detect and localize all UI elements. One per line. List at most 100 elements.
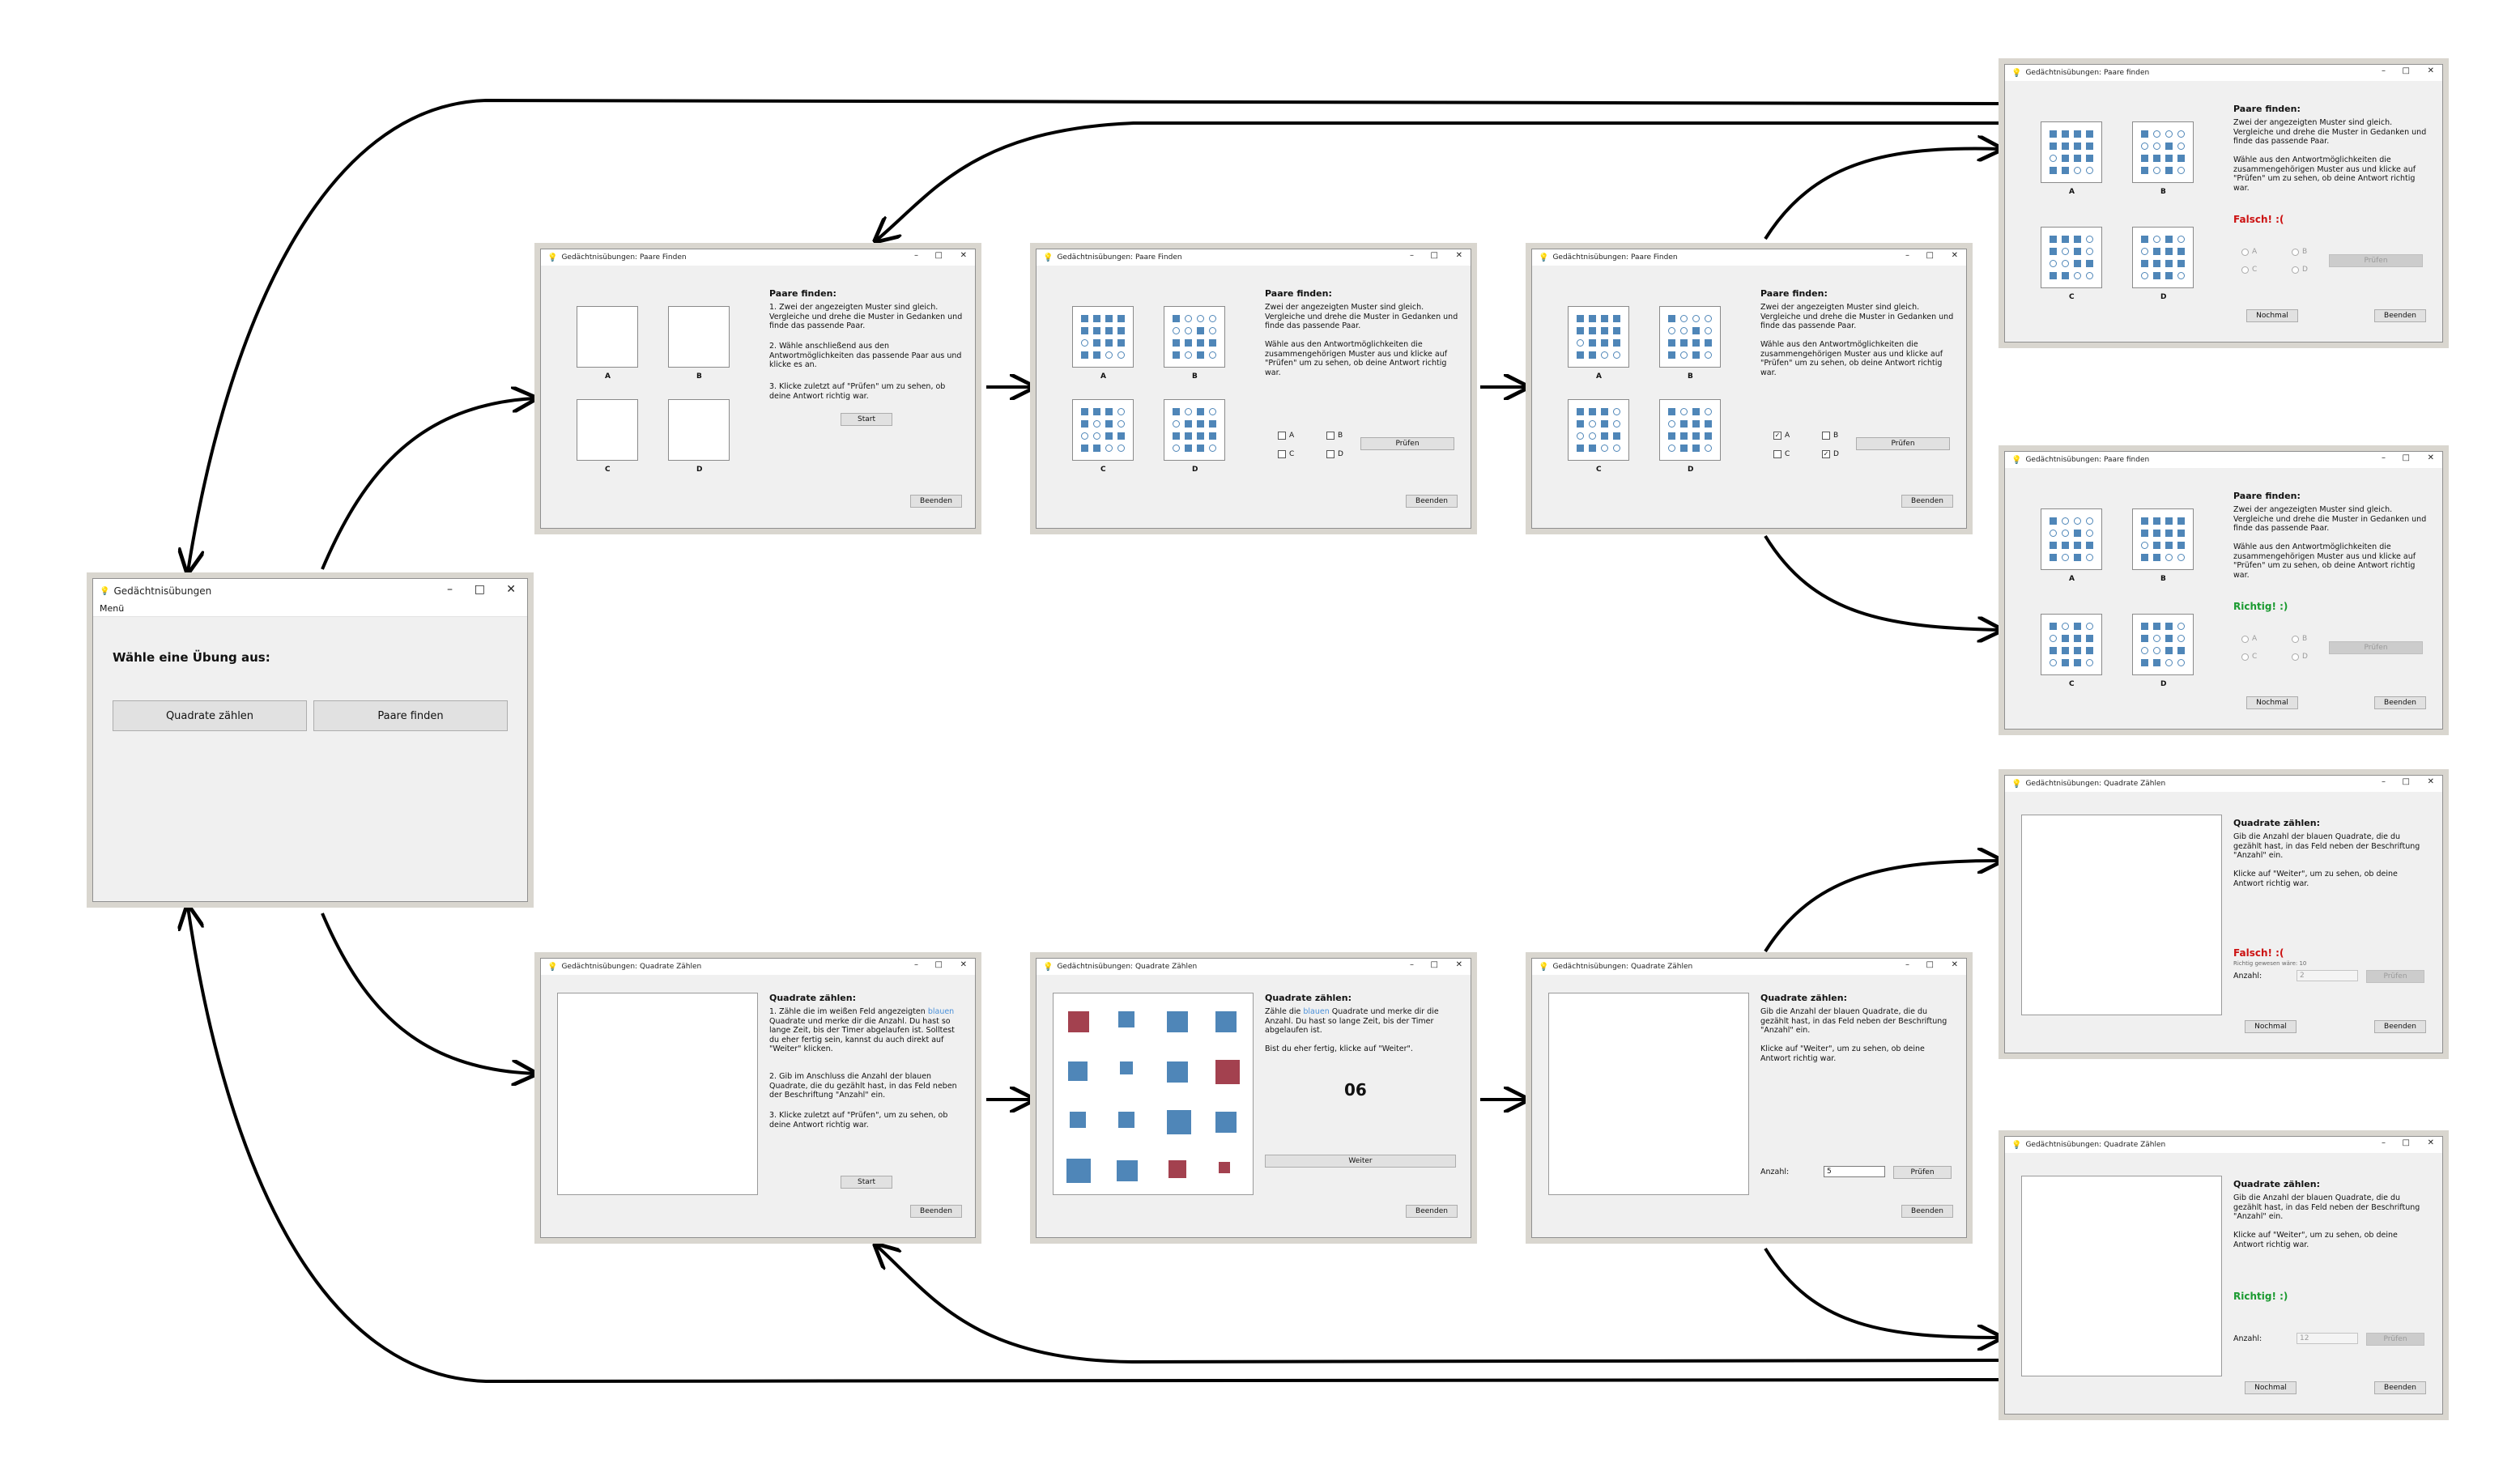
again-button[interactable]: Nochmal — [2246, 696, 2298, 709]
maximize-icon[interactable]: □ — [2402, 66, 2410, 75]
answer-instruction-2: Klicke auf "Weiter", um zu sehen, ob dei… — [1760, 1044, 1925, 1063]
close-icon[interactable]: ✕ — [1951, 960, 1958, 969]
minimize-icon[interactable]: – — [2382, 453, 2386, 462]
window-title: Gedächtnisübungen: Paare Finden — [1057, 253, 1182, 262]
count-input[interactable]: 5 — [1824, 1166, 1885, 1177]
quit-button[interactable]: Beenden — [910, 1205, 962, 1218]
pattern-square — [2153, 659, 2160, 666]
quit-button[interactable]: Beenden — [1901, 495, 1953, 508]
maximize-icon[interactable]: □ — [2402, 453, 2410, 462]
pattern-square — [2141, 517, 2148, 525]
checkbox-a[interactable]: A — [1278, 432, 1294, 440]
minimize-icon[interactable]: – — [2382, 777, 2386, 786]
pattern-circle — [1577, 432, 1584, 440]
maximize-icon[interactable]: □ — [2402, 1138, 2410, 1147]
checkbox-d-checked[interactable]: ✓D — [1822, 450, 1839, 458]
maximize-icon[interactable]: □ — [474, 583, 485, 596]
quit-button[interactable]: Beenden — [1901, 1205, 1953, 1218]
checkbox-d[interactable]: D — [1326, 450, 1343, 458]
again-button[interactable]: Nochmal — [2245, 1020, 2297, 1033]
pattern-square — [2177, 155, 2185, 162]
minimize-icon[interactable]: – — [914, 960, 918, 969]
again-button[interactable]: Nochmal — [2246, 309, 2298, 322]
pattern-circle — [2153, 635, 2160, 642]
pattern-label-b: B — [696, 372, 702, 381]
pattern-square — [1081, 327, 1088, 334]
main-window: 💡 Gedächtnisübungen – □ ✕ Menü Wähle ein… — [92, 578, 528, 902]
pattern-square — [1173, 339, 1180, 347]
checkbox-b[interactable]: B — [1326, 432, 1343, 440]
close-icon[interactable]: ✕ — [2427, 453, 2434, 462]
squares-count-button[interactable]: Quadrate zählen — [113, 700, 307, 731]
pattern-circle — [2177, 659, 2185, 666]
pattern-square — [2062, 155, 2069, 162]
check-button[interactable]: Prüfen — [1893, 1166, 1952, 1179]
pattern-square — [1105, 315, 1113, 322]
minimize-icon[interactable]: – — [2382, 1138, 2386, 1147]
minimize-icon[interactable]: – — [2382, 66, 2386, 75]
check-button[interactable]: Prüfen — [1360, 437, 1454, 450]
menu-item[interactable]: Menü — [100, 603, 125, 614]
maximize-icon[interactable]: □ — [934, 960, 943, 969]
pattern-square — [2050, 248, 2057, 255]
radio-d: D — [2292, 653, 2308, 661]
maximize-icon[interactable]: □ — [1926, 960, 1934, 969]
bulb-icon: 💡 — [1539, 962, 1549, 972]
start-button[interactable]: Start — [841, 1176, 892, 1189]
start-button[interactable]: Start — [841, 413, 892, 426]
close-icon[interactable]: ✕ — [960, 960, 967, 969]
quit-button[interactable]: Beenden — [2374, 309, 2426, 322]
quit-button[interactable]: Beenden — [2374, 1381, 2426, 1394]
close-icon[interactable]: ✕ — [2427, 66, 2434, 75]
quit-button[interactable]: Beenden — [2374, 1020, 2426, 1033]
minimize-icon[interactable]: – — [914, 251, 918, 260]
pattern-circle — [1668, 327, 1675, 334]
pattern-d — [1164, 399, 1225, 461]
checkbox-a-checked[interactable]: ✓A — [1773, 432, 1790, 440]
next-button[interactable]: Weiter — [1265, 1155, 1456, 1168]
task-text-2: Wähle aus den Antwortmöglichkeiten die z… — [1760, 340, 1943, 377]
pattern-square — [2086, 542, 2093, 549]
pattern-circle — [1668, 420, 1675, 428]
find-pairs-button[interactable]: Paare finden — [313, 700, 508, 731]
maximize-icon[interactable]: □ — [1430, 251, 1438, 260]
check-button[interactable]: Prüfen — [1856, 437, 1950, 450]
maximize-icon[interactable]: □ — [934, 251, 943, 260]
pattern-square — [2050, 272, 2057, 279]
minimize-icon[interactable]: – — [1410, 251, 1414, 260]
pattern-circle — [2153, 236, 2160, 243]
titlebar: 💡 Gedächtnisübungen: Quadrate Zählen – □… — [2005, 776, 2442, 792]
pattern-square — [2086, 260, 2093, 267]
quit-button[interactable]: Beenden — [1406, 1205, 1458, 1218]
bulb-icon: 💡 — [1043, 962, 1054, 972]
maximize-icon[interactable]: □ — [2402, 777, 2410, 786]
minimize-icon[interactable]: – — [1410, 960, 1414, 969]
pattern-square — [1105, 420, 1113, 428]
close-icon[interactable]: ✕ — [506, 583, 516, 596]
checkbox-c[interactable]: C — [1278, 450, 1294, 458]
close-icon[interactable]: ✕ — [1951, 251, 1958, 260]
pattern-circle — [2177, 554, 2185, 561]
pattern-b — [1659, 306, 1721, 368]
close-icon[interactable]: ✕ — [960, 251, 967, 260]
pattern-circle — [2086, 530, 2093, 537]
arrow-squares-3-right — [1764, 1247, 2000, 1338]
quit-button[interactable]: Beenden — [2374, 696, 2426, 709]
pattern-circle — [2086, 517, 2093, 525]
close-icon[interactable]: ✕ — [1455, 251, 1462, 260]
close-icon[interactable]: ✕ — [2427, 777, 2434, 786]
minimize-icon[interactable]: – — [1905, 251, 1909, 260]
pattern-circle — [2062, 530, 2069, 537]
minimize-icon[interactable]: – — [1905, 960, 1909, 969]
checkbox-c[interactable]: C — [1773, 450, 1790, 458]
quit-button[interactable]: Beenden — [1406, 495, 1458, 508]
close-icon[interactable]: ✕ — [2427, 1138, 2434, 1147]
close-icon[interactable]: ✕ — [1455, 960, 1462, 969]
again-button[interactable]: Nochmal — [2245, 1381, 2297, 1394]
maximize-icon[interactable]: □ — [1926, 251, 1934, 260]
checkbox-b[interactable]: B — [1822, 432, 1838, 440]
maximize-icon[interactable]: □ — [1430, 960, 1438, 969]
minimize-icon[interactable]: – — [447, 583, 453, 596]
pattern-square — [1692, 408, 1700, 415]
quit-button[interactable]: Beenden — [910, 495, 962, 508]
